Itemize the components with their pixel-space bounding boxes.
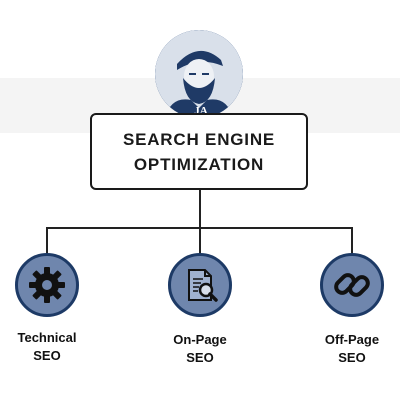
technical-seo-line-2: SEO [33, 348, 61, 363]
technical-seo-node [15, 253, 79, 317]
off-page-seo-node [320, 253, 384, 317]
technical-seo-line-1: Technical [17, 330, 77, 345]
bearded-man-portrait-icon: JA [155, 30, 243, 118]
off-page-seo-line-2: SEO [338, 350, 366, 365]
title-line-2: OPTIMIZATION [133, 154, 265, 174]
off-page-seo-label: Off-Page SEO [297, 331, 400, 367]
title-box: SEARCH ENGINE OPTIMIZATION [90, 113, 308, 190]
chain-link-icon [334, 273, 370, 297]
on-page-seo-label: On-Page SEO [145, 331, 255, 367]
gear-icon [29, 267, 65, 303]
on-page-seo-line-1: On-Page [173, 332, 227, 347]
technical-seo-label: Technical SEO [0, 329, 102, 365]
logo: JA [155, 30, 243, 118]
on-page-seo-line-2: SEO [186, 350, 214, 365]
off-page-seo-line-1: Off-Page [324, 332, 380, 347]
document-magnifier-icon [188, 269, 218, 302]
on-page-seo-node [168, 253, 232, 317]
title-line-1: SEARCH ENGINE [122, 129, 276, 149]
